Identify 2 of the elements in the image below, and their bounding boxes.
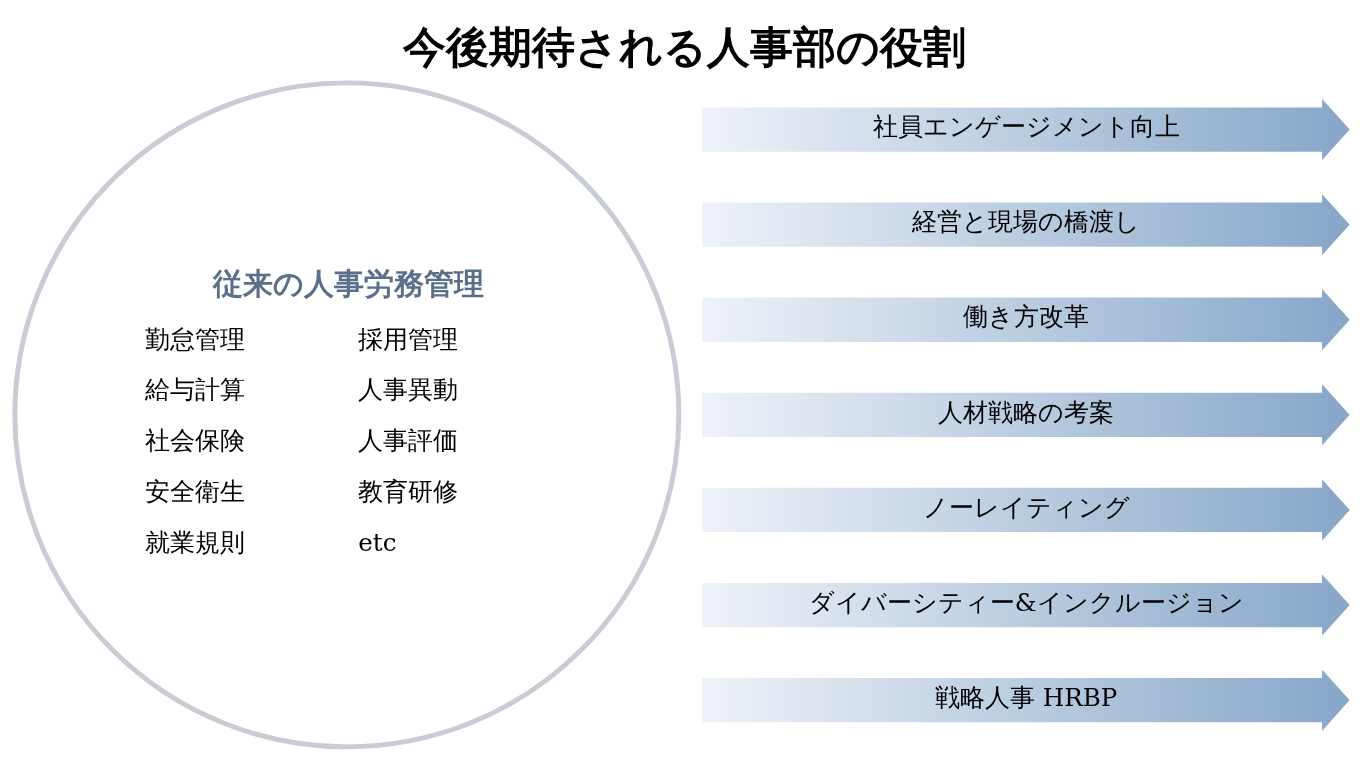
diagram-title: 今後期待される人事部の役割 [402,21,966,72]
node-circle: 従来の人事労務管理 勤怠管理 採用管理 給与計算 人事異動 社会保険 人事評価 安全衛生 教育研修 就業規則 etc [12,79,682,749]
